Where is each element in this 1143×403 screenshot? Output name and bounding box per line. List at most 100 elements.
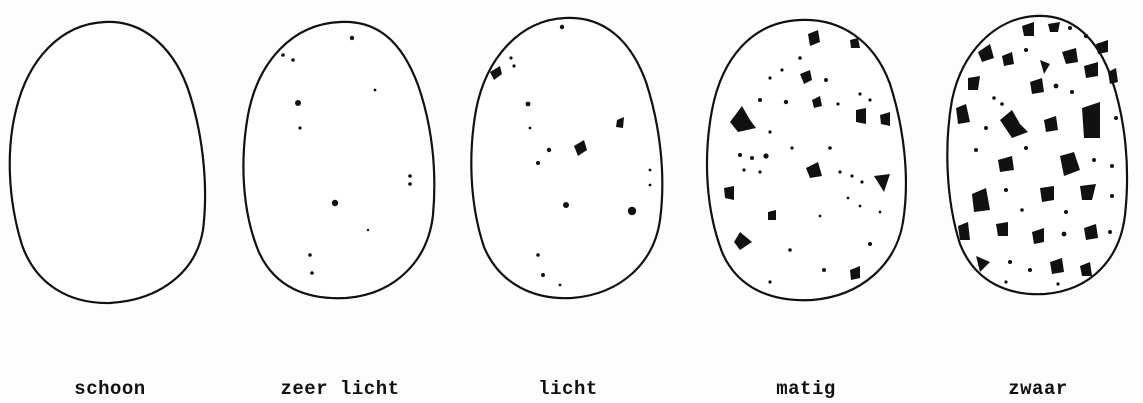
spot [512, 64, 515, 67]
spot [628, 207, 636, 215]
spot [291, 58, 295, 62]
spot [763, 153, 768, 158]
spot [879, 211, 882, 214]
spot [750, 156, 754, 160]
spot [332, 200, 338, 206]
spot [374, 89, 377, 92]
spot [784, 100, 788, 104]
label-zeer-licht: zeer licht [280, 378, 399, 400]
spot [536, 161, 540, 165]
spot [868, 98, 871, 101]
spot [1092, 158, 1096, 162]
spot [847, 197, 850, 200]
spot [850, 174, 853, 177]
spot [1114, 116, 1118, 120]
spot [563, 202, 569, 208]
spot [1068, 26, 1072, 30]
spot [768, 280, 771, 283]
spot [992, 96, 996, 100]
spot [868, 242, 872, 246]
egg-schoon [10, 22, 205, 303]
spot [1020, 208, 1024, 212]
spot [838, 170, 841, 173]
spot [819, 215, 822, 218]
spot [1024, 146, 1028, 150]
egg-zwaar [947, 16, 1127, 294]
label-matig: matig [776, 378, 836, 400]
spot [649, 184, 652, 187]
spot [860, 180, 863, 183]
spot [281, 53, 285, 57]
spot [560, 25, 564, 29]
egg-outline [10, 22, 205, 303]
spot [1004, 280, 1007, 283]
egg-licht [471, 18, 662, 298]
spot [1054, 84, 1059, 89]
spot [559, 284, 562, 287]
spot [1110, 164, 1114, 168]
spot [1070, 90, 1074, 94]
spot [1024, 48, 1028, 52]
spot [308, 253, 312, 257]
spot [798, 56, 802, 60]
spot [1084, 34, 1088, 38]
spot [742, 168, 745, 171]
spot [509, 56, 512, 59]
spot [968, 76, 980, 90]
egg-outline [947, 16, 1127, 294]
spot [836, 102, 839, 105]
spot [408, 182, 412, 186]
spot [1108, 230, 1112, 234]
spot [350, 36, 354, 40]
spot [295, 100, 301, 106]
spot [984, 126, 988, 130]
spot [858, 92, 861, 95]
egg-outline [243, 22, 434, 298]
spot [974, 148, 978, 152]
spot [758, 170, 761, 173]
spot [768, 76, 771, 79]
spot [547, 148, 551, 152]
spot [738, 153, 742, 157]
spot [790, 146, 793, 149]
spot [1040, 186, 1054, 202]
spot [1028, 268, 1032, 272]
spot [367, 229, 369, 231]
spot [1064, 210, 1068, 214]
spot [1096, 40, 1108, 54]
label-zwaar: zwaar [1008, 378, 1068, 400]
label-schoon: schoon [74, 378, 145, 400]
spot [788, 248, 792, 252]
spot [541, 273, 545, 277]
egg-zeer-licht [243, 22, 434, 298]
spot [1004, 188, 1008, 192]
spot [649, 169, 652, 172]
spot [536, 253, 540, 257]
spot [856, 108, 866, 124]
spot [859, 205, 862, 208]
spot [1056, 282, 1059, 285]
label-licht: licht [538, 378, 598, 400]
spot [758, 98, 762, 102]
egg-outline [707, 20, 906, 300]
spot [408, 174, 412, 178]
spot [824, 78, 828, 82]
spot [1008, 260, 1012, 264]
spot [822, 268, 826, 272]
spot [298, 126, 301, 129]
spot [828, 146, 832, 150]
spot [529, 127, 532, 130]
egg-outline [471, 18, 662, 298]
spot [1082, 102, 1100, 138]
spot [1000, 102, 1004, 106]
spot [526, 102, 531, 107]
spot [724, 186, 734, 200]
spot [780, 68, 783, 71]
spot [310, 271, 314, 275]
egg-matig [707, 20, 906, 300]
spot [1110, 194, 1114, 198]
spot [996, 222, 1008, 236]
spot [1062, 232, 1067, 237]
spot [768, 130, 771, 133]
